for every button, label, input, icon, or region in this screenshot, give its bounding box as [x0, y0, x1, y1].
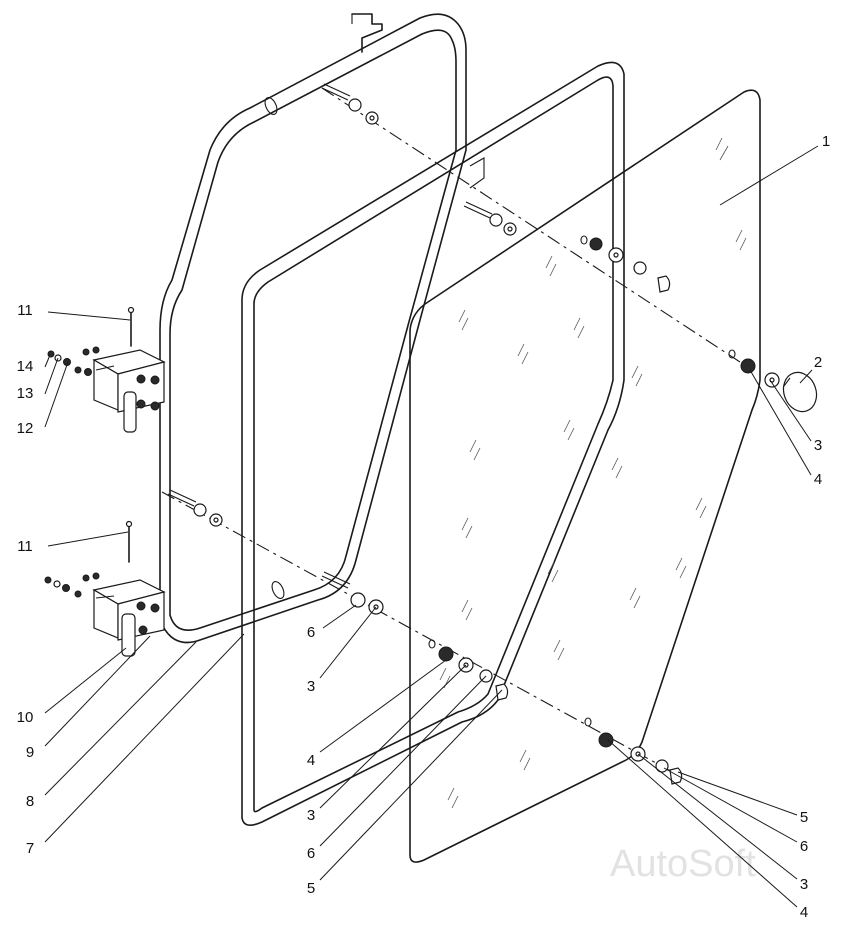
- leader-line-c6b: [319, 675, 487, 847]
- leader-line-c11a: [47, 311, 131, 321]
- door-frame-tube: [159, 13, 467, 644]
- callout-number-c1: 1: [822, 133, 830, 150]
- callout-number-c9: 9: [26, 744, 34, 761]
- leader-line-c3c: [319, 664, 467, 809]
- callout-number-c6a: 6: [307, 624, 315, 641]
- lower-hinge: [44, 520, 166, 657]
- callout-leaders: [44, 145, 819, 908]
- callout-number-c6b: 6: [307, 845, 315, 862]
- callout-number-c4a: 4: [814, 471, 822, 488]
- callout-number-c11a: 11: [17, 302, 33, 319]
- leader-line-c12: [44, 361, 69, 428]
- callout-number-c8: 8: [26, 793, 34, 810]
- watermark-text: AutoSoft: [610, 843, 756, 885]
- leader-line-c4b: [319, 659, 447, 753]
- callout-number-c3c: 3: [307, 807, 315, 824]
- callout-number-c14: 14: [17, 358, 34, 375]
- leader-line-c5a: [319, 689, 503, 881]
- callout-number-c3d: 3: [800, 876, 808, 893]
- leader-line-c5b: [677, 771, 798, 816]
- upper-axis-fasteners: [321, 83, 818, 413]
- leader-line-c6c: [663, 767, 798, 843]
- leader-line-c9: [44, 635, 151, 747]
- leader-line-c14: [44, 354, 51, 368]
- leader-line-c3a: [769, 379, 812, 442]
- callout-number-c4c: 4: [800, 904, 808, 921]
- assembly-axes: [161, 87, 741, 775]
- callout-number-c7: 7: [26, 840, 34, 857]
- leader-line-c1: [719, 145, 819, 206]
- upper-hinge: [47, 306, 166, 433]
- leader-line-c4c: [607, 739, 798, 908]
- callout-number-c6c: 6: [800, 838, 808, 855]
- leader-line-c3d: [637, 753, 798, 880]
- callout-number-c3a: 3: [814, 437, 822, 454]
- callout-number-c10: 10: [17, 709, 34, 726]
- callout-number-c13: 13: [17, 385, 34, 402]
- callout-number-c5b: 5: [800, 809, 808, 826]
- callout-number-c3b: 3: [307, 678, 315, 695]
- leader-line-c7: [44, 633, 245, 843]
- callout-number-c2: 2: [814, 354, 822, 371]
- callout-number-c5a: 5: [307, 880, 315, 897]
- callout-number-c4b: 4: [307, 752, 315, 769]
- callout-number-c11b: 11: [17, 538, 33, 555]
- leader-line-c6a: [322, 604, 357, 629]
- glass-pane: [409, 89, 761, 863]
- leader-line-c8: [44, 641, 197, 796]
- leader-line-c13: [44, 357, 59, 395]
- door-seal: [241, 61, 625, 826]
- leader-line-c3b: [319, 606, 377, 679]
- leader-line-c2: [799, 369, 813, 384]
- leader-line-c10: [44, 647, 127, 714]
- leader-line-c4a: [749, 369, 812, 476]
- leader-line-c11b: [47, 531, 129, 547]
- callout-number-c12: 12: [17, 420, 34, 437]
